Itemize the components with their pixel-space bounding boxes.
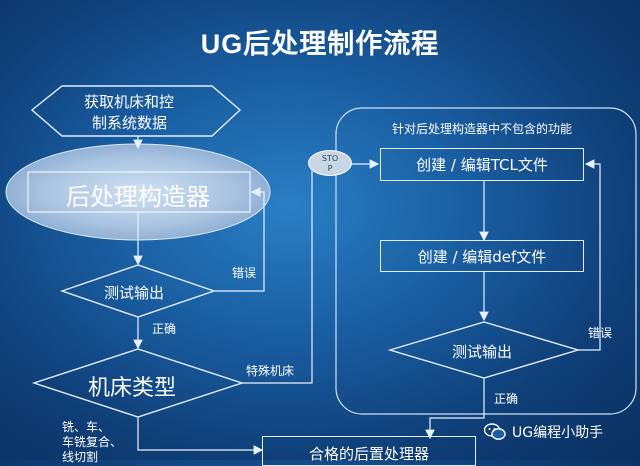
- stop-label-1: STO: [321, 154, 339, 163]
- special-machine-label: 特殊机床: [246, 364, 295, 378]
- error-label-2: 错误: [588, 326, 613, 340]
- correct-label-1: 正确: [152, 322, 177, 336]
- error-label-1: 错误: [232, 266, 257, 280]
- acquire-data-hexagon: [30, 85, 242, 137]
- page-title: UG后处理制作流程: [200, 29, 440, 59]
- custom-function-region: [335, 107, 637, 415]
- builder-label: 后处理构造器: [66, 183, 210, 211]
- machine-types-line-2: 车铣复合、: [62, 435, 123, 449]
- machine-types-line-3: 线切割: [62, 450, 99, 464]
- def-file-label: 创建 / 编辑def文件: [417, 247, 547, 266]
- final-postprocessor-label: 合格的后置处理器: [308, 445, 429, 463]
- acquire-data-label-1: 获取机床和控: [84, 93, 175, 111]
- wechat-icon: [484, 423, 506, 440]
- machine-type-label: 机床类型: [88, 376, 177, 401]
- watermark-label: UG编程小助手: [512, 425, 604, 441]
- builder-box: [27, 171, 251, 213]
- tcl-file-label: 创建 / 编辑TCL文件: [416, 156, 548, 174]
- correct-label-2: 正确: [494, 392, 519, 406]
- test-output-label-2: 测试输出: [452, 343, 513, 361]
- machine-types-line-1: 铣、车、: [62, 420, 111, 434]
- final-postprocessor-box: 合格的后置处理器: [262, 436, 476, 466]
- watermark: UG编程小助手: [484, 422, 603, 442]
- stop-ellipse: STO P: [308, 150, 352, 176]
- test-output-label-1: 测试输出: [104, 284, 165, 302]
- def-file-box: 创建 / 编辑def文件: [380, 240, 584, 272]
- acquire-data-label-2: 制系统数据: [92, 114, 168, 132]
- region-title: 针对后处理构造器中不包含的功能: [392, 122, 573, 136]
- stop-label-2: P: [327, 164, 333, 173]
- tcl-file-box: 创建 / 编辑TCL文件: [380, 148, 584, 181]
